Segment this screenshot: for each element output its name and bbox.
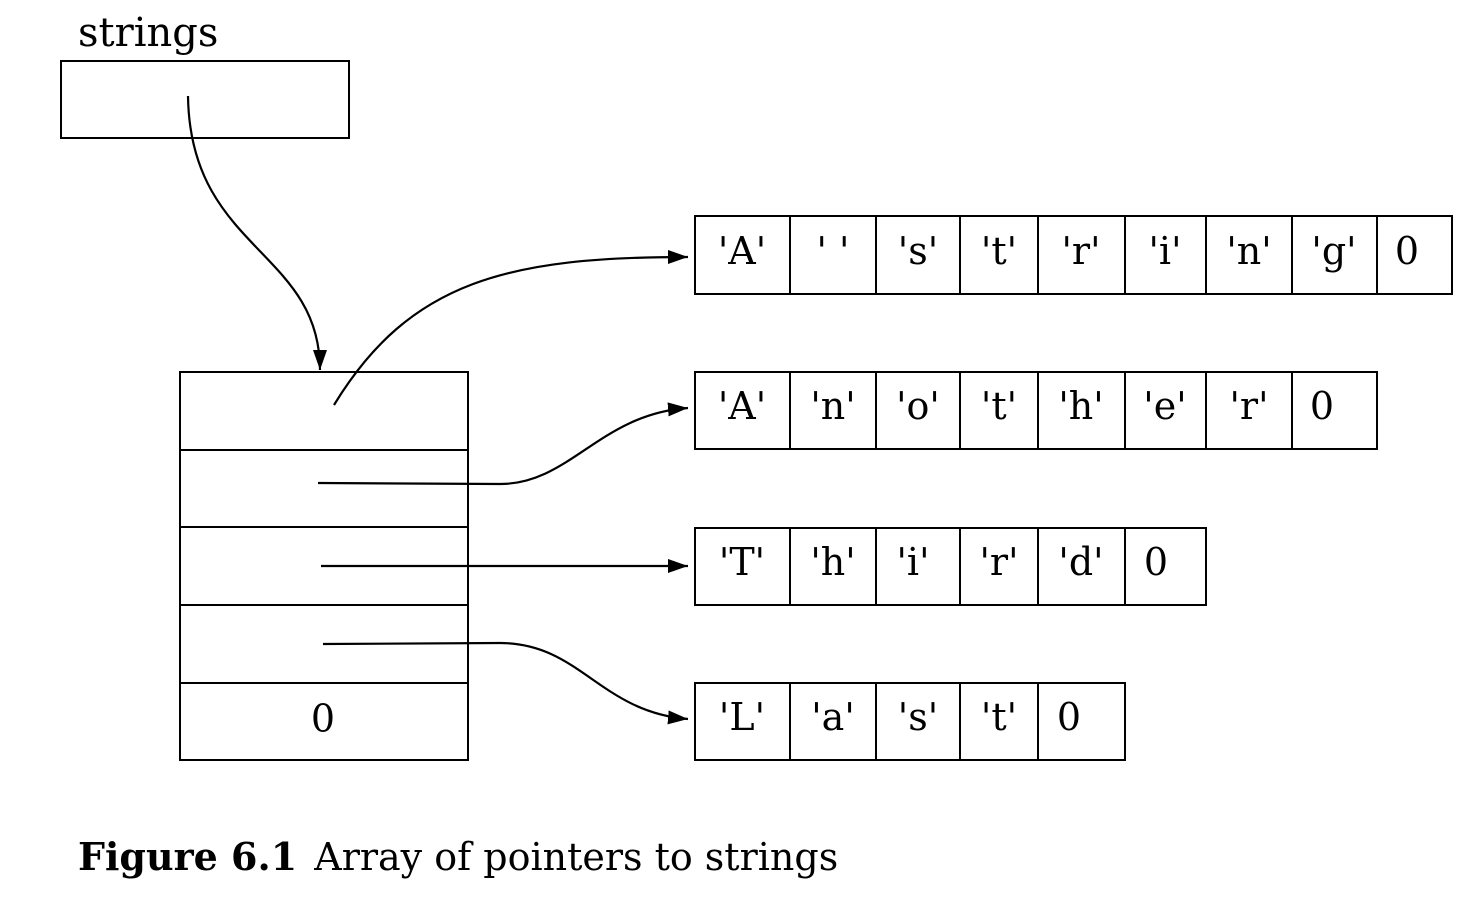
char-cell: 'L' (719, 695, 765, 739)
char-cell: 't' (981, 229, 1017, 273)
pointer-arrow-2 (317, 402, 689, 486)
char-array-frame (694, 371, 1378, 450)
pointer-arrow-variable (186, 95, 327, 371)
char-array-frame (694, 682, 1126, 761)
char-cell: 'r' (1229, 384, 1268, 428)
char-cell: 'd' (1058, 540, 1103, 584)
char-cell: 0 (1057, 695, 1081, 739)
char-array-frame (694, 215, 1453, 295)
variable-box (60, 60, 350, 139)
char-cell: 'i' (896, 540, 929, 584)
char-cell: 'n' (1226, 229, 1271, 273)
char-cell: 'A' (718, 229, 766, 273)
figure-caption: Figure 6.1 Array of pointers to strings (78, 834, 838, 879)
char-array-another: 'A' 'n' 'o' 't' 'h' 'e' 'r' 0 (694, 371, 1378, 450)
char-cell: 's' (898, 695, 938, 739)
pointer-arrow-4 (322, 641, 689, 725)
char-array-third: 'T' 'h' 'i' 'r' 'd' 0 (694, 527, 1207, 606)
char-array-last: 'L' 'a' 's' 't' 0 (694, 682, 1126, 761)
char-cell: 0 (1144, 540, 1168, 584)
char-cell: 'n' (810, 384, 855, 428)
variable-label: strings (78, 10, 218, 56)
figure-caption-text: Array of pointers to strings (313, 835, 838, 879)
char-array-frame (694, 527, 1207, 606)
char-cell: 0 (1310, 384, 1334, 428)
char-cell: 'A' (718, 384, 766, 428)
char-cell: 'a' (811, 695, 855, 739)
char-cell: 't' (981, 384, 1017, 428)
char-cell: ' ' (817, 229, 850, 273)
char-cell: 'e' (1143, 384, 1186, 428)
char-cell: 'T' (719, 540, 765, 584)
char-cell: 'h' (810, 540, 855, 584)
char-cell: 's' (898, 229, 938, 273)
char-cell: 'o' (896, 384, 940, 428)
char-cell: 't' (981, 695, 1017, 739)
char-cell: 'i' (1148, 229, 1181, 273)
char-array-another-string: 'A' ' ' 's' 't' 'r' 'i' 'n' 'g' 0 (694, 215, 1453, 295)
figure-label: Figure 6.1 (78, 834, 297, 879)
char-cell: 0 (1395, 229, 1419, 273)
char-cell: 'h' (1058, 384, 1103, 428)
pointer-cell-null: 0 (311, 697, 335, 741)
char-cell: 'r' (1061, 229, 1100, 273)
char-cell: 'r' (979, 540, 1018, 584)
char-cell: 'g' (1311, 229, 1356, 273)
pointer-arrow-1 (333, 250, 689, 406)
